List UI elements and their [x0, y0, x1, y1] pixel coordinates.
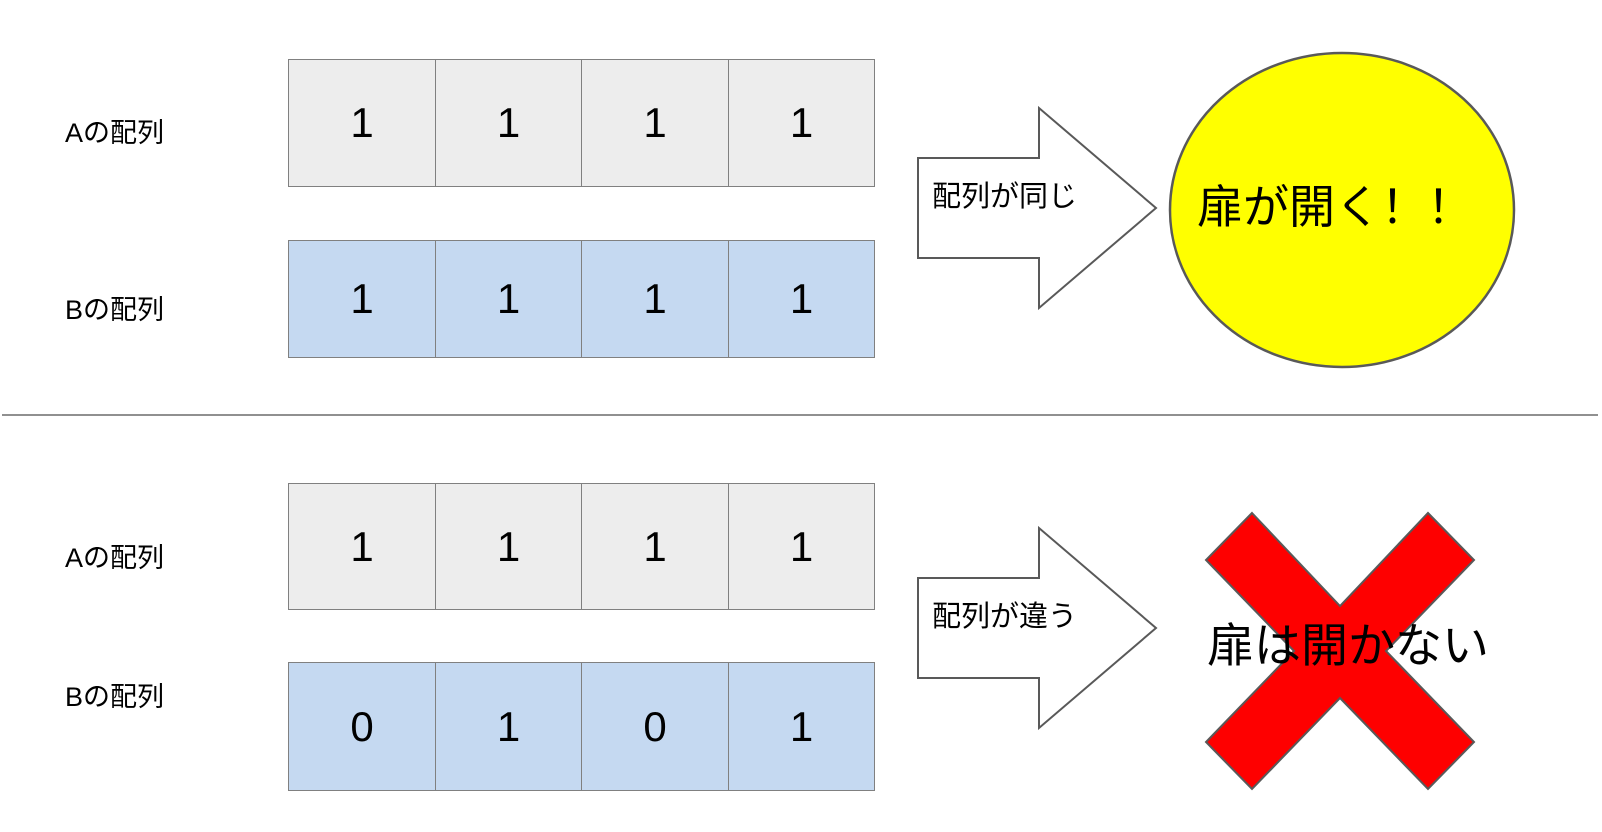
array-cell: 1 [289, 241, 436, 357]
section-2-arrow-label: 配列が違う [932, 601, 1078, 633]
section-2-result-cross [1204, 511, 1476, 796]
section-1-arrow [916, 105, 1158, 311]
array-cell: 1 [436, 241, 582, 357]
array-cell: 1 [729, 663, 874, 790]
section-1-result-ellipse [1168, 50, 1516, 375]
array-cell: 1 [582, 241, 729, 357]
right-arrow-outline-icon [917, 105, 1158, 311]
ellipse-shape-icon [1168, 51, 1516, 369]
section-2-arrow [916, 525, 1158, 731]
section-1-result-label: 扉が開く！！ [1197, 181, 1473, 233]
section-2-result-label: 扉は開かない [1207, 619, 1489, 672]
array-cell: 1 [436, 60, 582, 186]
array-cell: 1 [289, 60, 436, 186]
array-cell: 1 [289, 484, 436, 609]
array-cell: 1 [582, 60, 729, 186]
array-cell: 1 [436, 484, 582, 609]
array-cell: 1 [436, 663, 582, 790]
array-cell: 0 [289, 663, 436, 790]
section-divider [2, 414, 1598, 416]
right-arrow-outline-icon [917, 525, 1158, 731]
array-cell: 1 [729, 241, 874, 357]
section-1-row-a-label: Aの配列 [65, 118, 165, 148]
cross-shape-icon [1204, 511, 1476, 791]
section-1-array-a: 1 1 1 1 [288, 59, 875, 187]
array-cell: 1 [729, 484, 874, 609]
array-cell: 0 [582, 663, 729, 790]
section-2-row-a-label: Aの配列 [65, 543, 165, 573]
section-2-array-b: 0 1 0 1 [288, 662, 875, 791]
section-1-arrow-label: 配列が同じ [932, 181, 1078, 213]
array-cell: 1 [582, 484, 729, 609]
section-1-row-b-label: Bの配列 [65, 295, 165, 325]
section-2-row-b-label: Bの配列 [65, 682, 165, 712]
array-cell: 1 [729, 60, 874, 186]
section-1-array-b: 1 1 1 1 [288, 240, 875, 358]
section-2-array-a: 1 1 1 1 [288, 483, 875, 610]
